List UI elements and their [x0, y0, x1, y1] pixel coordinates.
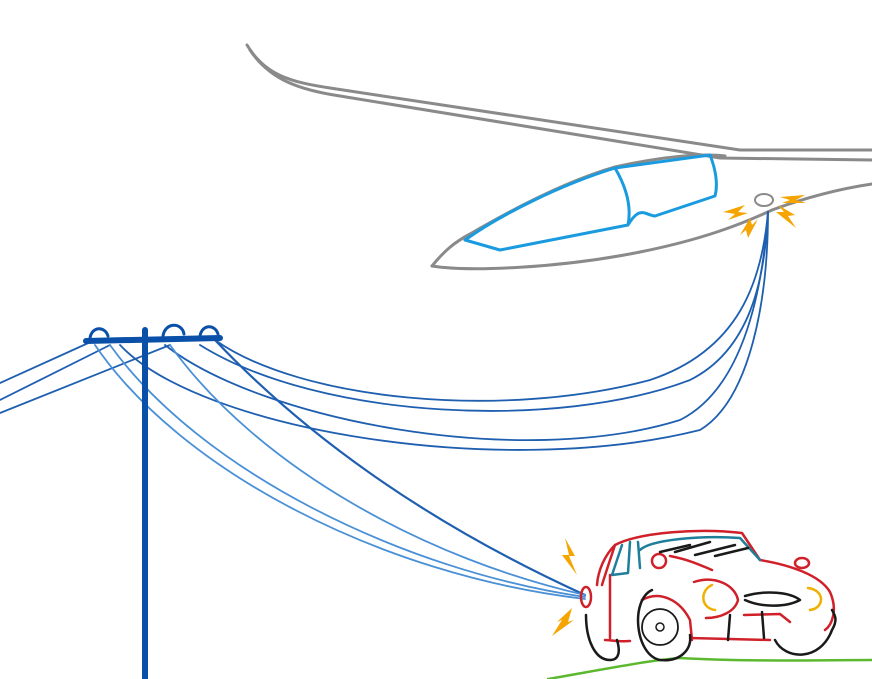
plane-sparks [723, 195, 806, 238]
utility-pole [83, 323, 223, 679]
plane-light [754, 193, 774, 207]
fuselage-bottom [430, 182, 872, 271]
airplane [245, 43, 872, 271]
car [579, 529, 837, 662]
car-sparks [552, 538, 577, 636]
insulators [88, 323, 220, 340]
canopy [463, 153, 718, 252]
pole-crossarm [83, 335, 223, 344]
wing-lower [248, 48, 872, 162]
ground-line [546, 656, 872, 679]
power-wires [0, 211, 769, 600]
fuselage-top [430, 153, 727, 268]
